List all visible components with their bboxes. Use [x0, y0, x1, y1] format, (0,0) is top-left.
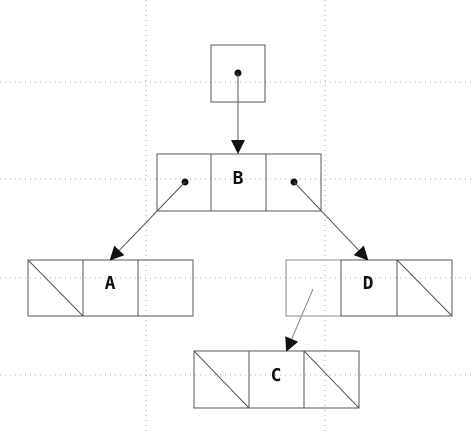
node-c-label: C [271, 365, 282, 386]
node-a-right-cell [137, 259, 194, 317]
node-c-right-cell [303, 350, 360, 409]
node-d-left-cell [285, 259, 342, 317]
null-pointer-slash [303, 350, 360, 409]
pointer-arrows [109, 73, 369, 352]
arrow-b-to-a [109, 181, 186, 261]
arrow-b-to-d [293, 181, 369, 261]
node-b: B [156, 153, 322, 212]
null-pointer-slash [396, 259, 453, 317]
arrow-d-to-c [285, 288, 314, 352]
node-d-label: D [363, 273, 374, 294]
node-a: A [27, 259, 194, 317]
null-pointer-slash [27, 259, 84, 317]
node-a-label: A [105, 273, 116, 294]
node-b-label: B [233, 168, 244, 189]
node-b-right-cell [265, 153, 322, 212]
node-c: C [193, 350, 360, 409]
node-d-right-cell [396, 259, 453, 317]
node-d: D [285, 259, 453, 317]
null-pointer-slash [193, 350, 250, 409]
